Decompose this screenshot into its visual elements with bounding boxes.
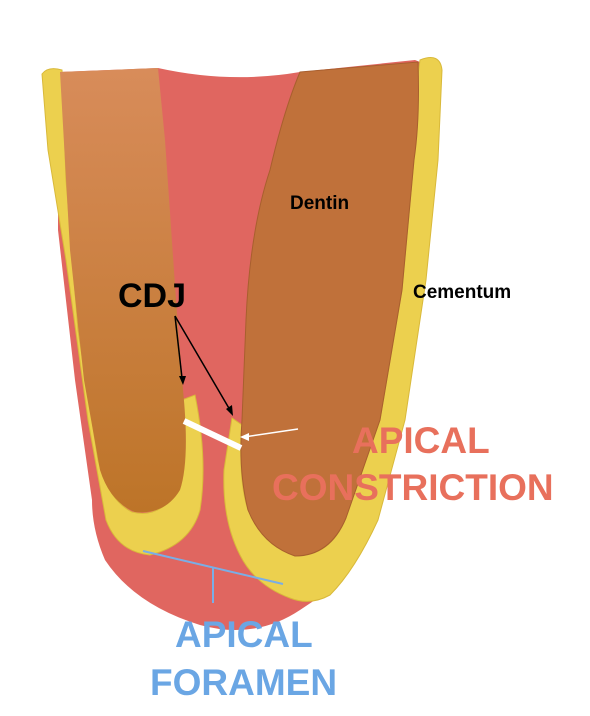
cdj-arrowhead-right (226, 405, 233, 416)
apical-foramen-line (142, 550, 284, 585)
cdj-pointer-right (174, 315, 231, 411)
dentin-right (240, 61, 419, 557)
cdj-pointer-left (174, 315, 183, 379)
apical-constriction-marker (182, 418, 243, 451)
label-cdj: CDJ (118, 277, 186, 315)
dentin-left (60, 68, 186, 513)
cdj-arrowhead-left (179, 376, 186, 385)
label-dentin: Dentin (290, 193, 349, 214)
label-apical-constriction-line2: CONSTRICTION (272, 467, 554, 508)
apical-constriction-arrowhead (240, 433, 249, 441)
label-apical-constriction-line1: APICAL (352, 420, 490, 461)
label-apical-foramen-line2: FORAMEN (150, 662, 337, 703)
label-apical-foramen-line1: APICAL (175, 614, 313, 655)
label-cementum: Cementum (413, 282, 511, 303)
apical-constriction-pointer (243, 428, 299, 438)
